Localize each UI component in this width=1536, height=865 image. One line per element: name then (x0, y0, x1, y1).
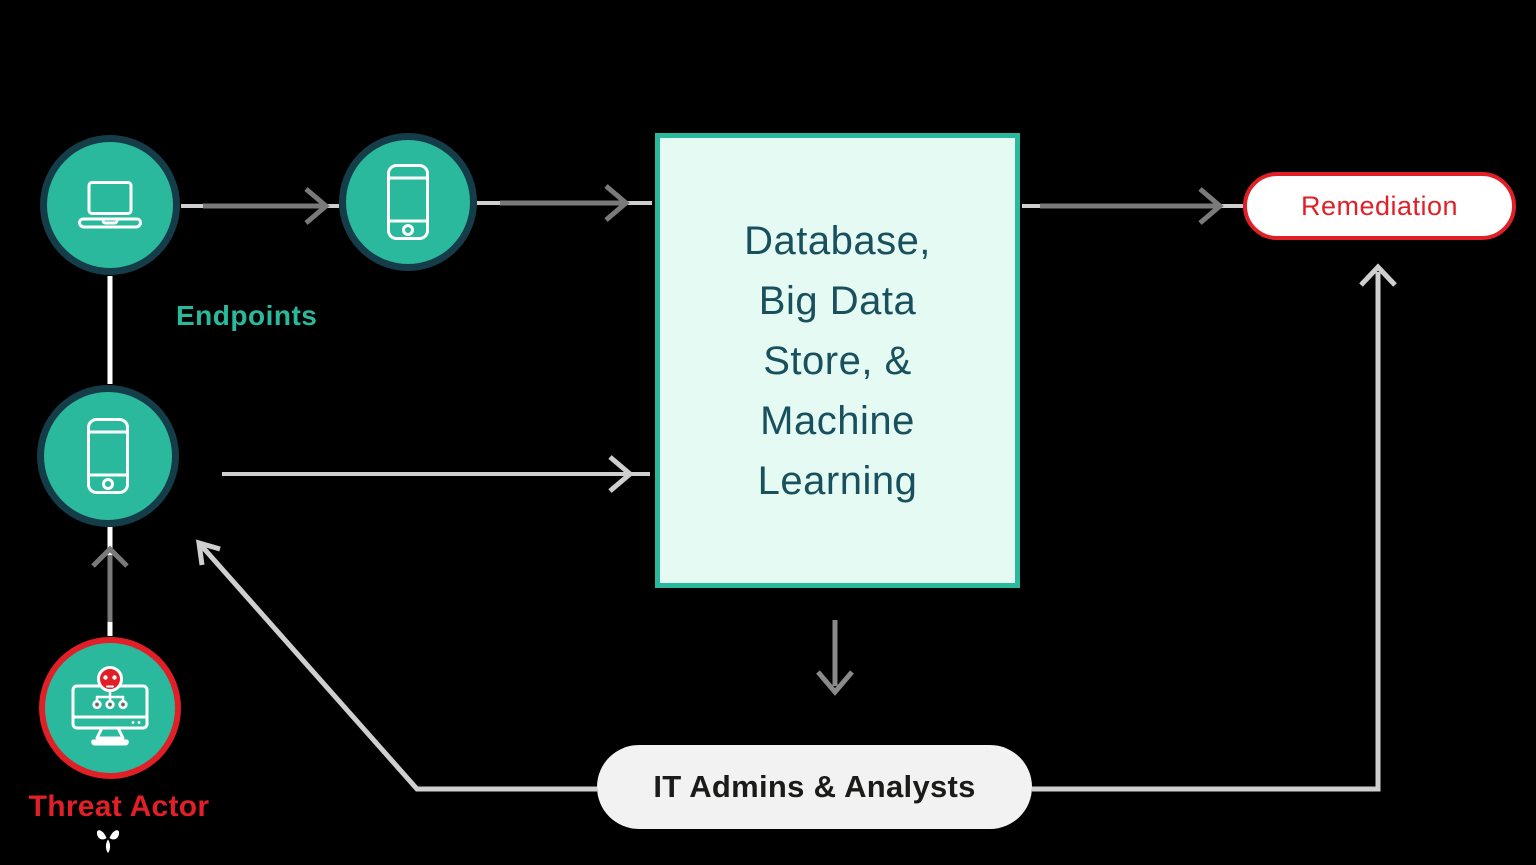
database-box-line: Database, (744, 218, 931, 263)
remediation-pill: Remediation (1243, 172, 1516, 240)
endpoint-laptop-node (40, 135, 180, 275)
arrow-database-to-remediation (1022, 187, 1243, 225)
laptop-icon (78, 181, 142, 229)
threat-actor-label: Threat Actor (28, 790, 210, 823)
arrow-itadmins-to-remediation (1032, 263, 1397, 792)
smartphone-icon (87, 418, 129, 494)
threat-actor-node (39, 637, 181, 779)
database-box-line: Learning (757, 458, 918, 503)
endpoints-label: Endpoints (176, 300, 318, 331)
endpoint-phone-top-node (339, 133, 477, 271)
endpoint-phone-middle-node (37, 385, 179, 527)
it-admins-pill: IT Admins & Analysts (597, 745, 1032, 829)
smartphone-icon (387, 164, 429, 240)
it-admins-label: IT Admins & Analysts (653, 769, 976, 804)
infected-computer-icon (71, 666, 149, 746)
arrow-database-to-itadmins (816, 620, 854, 696)
arrow-threat-to-phone-middle (91, 527, 129, 636)
butterfly-glyph (96, 830, 120, 853)
database-box-line: Machine (760, 398, 915, 443)
database-box-line: Big Data (758, 278, 917, 323)
remediation-label: Remediation (1300, 190, 1459, 221)
arrow-phone-to-database (477, 184, 652, 222)
arrow-laptop-to-phone (181, 187, 339, 225)
database-box-line: Store, & (763, 338, 912, 383)
arrow-phone-middle-to-database (222, 455, 650, 493)
arrow-itadmins-to-phone-middle (196, 539, 597, 792)
database-box: Database, Big Data Store, & Machine Lear… (655, 133, 1020, 588)
